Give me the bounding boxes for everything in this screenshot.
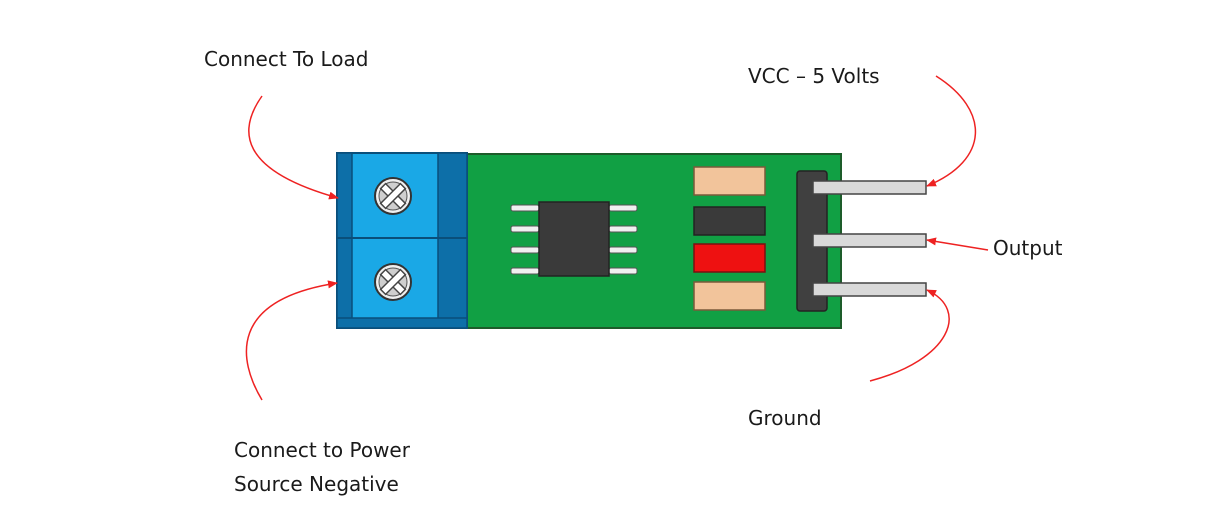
terminal-block [336, 152, 468, 329]
resistor-top [693, 166, 766, 196]
pin-output [812, 233, 927, 248]
resistor-bottom [693, 281, 766, 311]
label-output: Output [993, 236, 1063, 260]
arrow-power-negative [245, 280, 338, 401]
label-connect-load: Connect To Load [204, 47, 369, 71]
screw-icon [374, 177, 412, 215]
pcb-board [465, 153, 842, 329]
ic-chip [510, 201, 638, 277]
pin-vcc [812, 180, 927, 195]
arrow-vcc [926, 75, 977, 187]
pin-ground [812, 282, 927, 297]
capacitor-dark [693, 206, 766, 236]
screw-icon [374, 263, 412, 301]
arrow-output [926, 237, 989, 251]
led-red [693, 243, 766, 273]
label-ground: Ground [748, 406, 822, 430]
label-power-negative-line1: Connect to Power [234, 438, 410, 462]
arrow-connect-load [248, 95, 339, 200]
label-power-negative-line2: Source Negative [234, 472, 399, 496]
label-vcc: VCC – 5 Volts [748, 64, 880, 88]
arrow-ground [869, 289, 950, 382]
